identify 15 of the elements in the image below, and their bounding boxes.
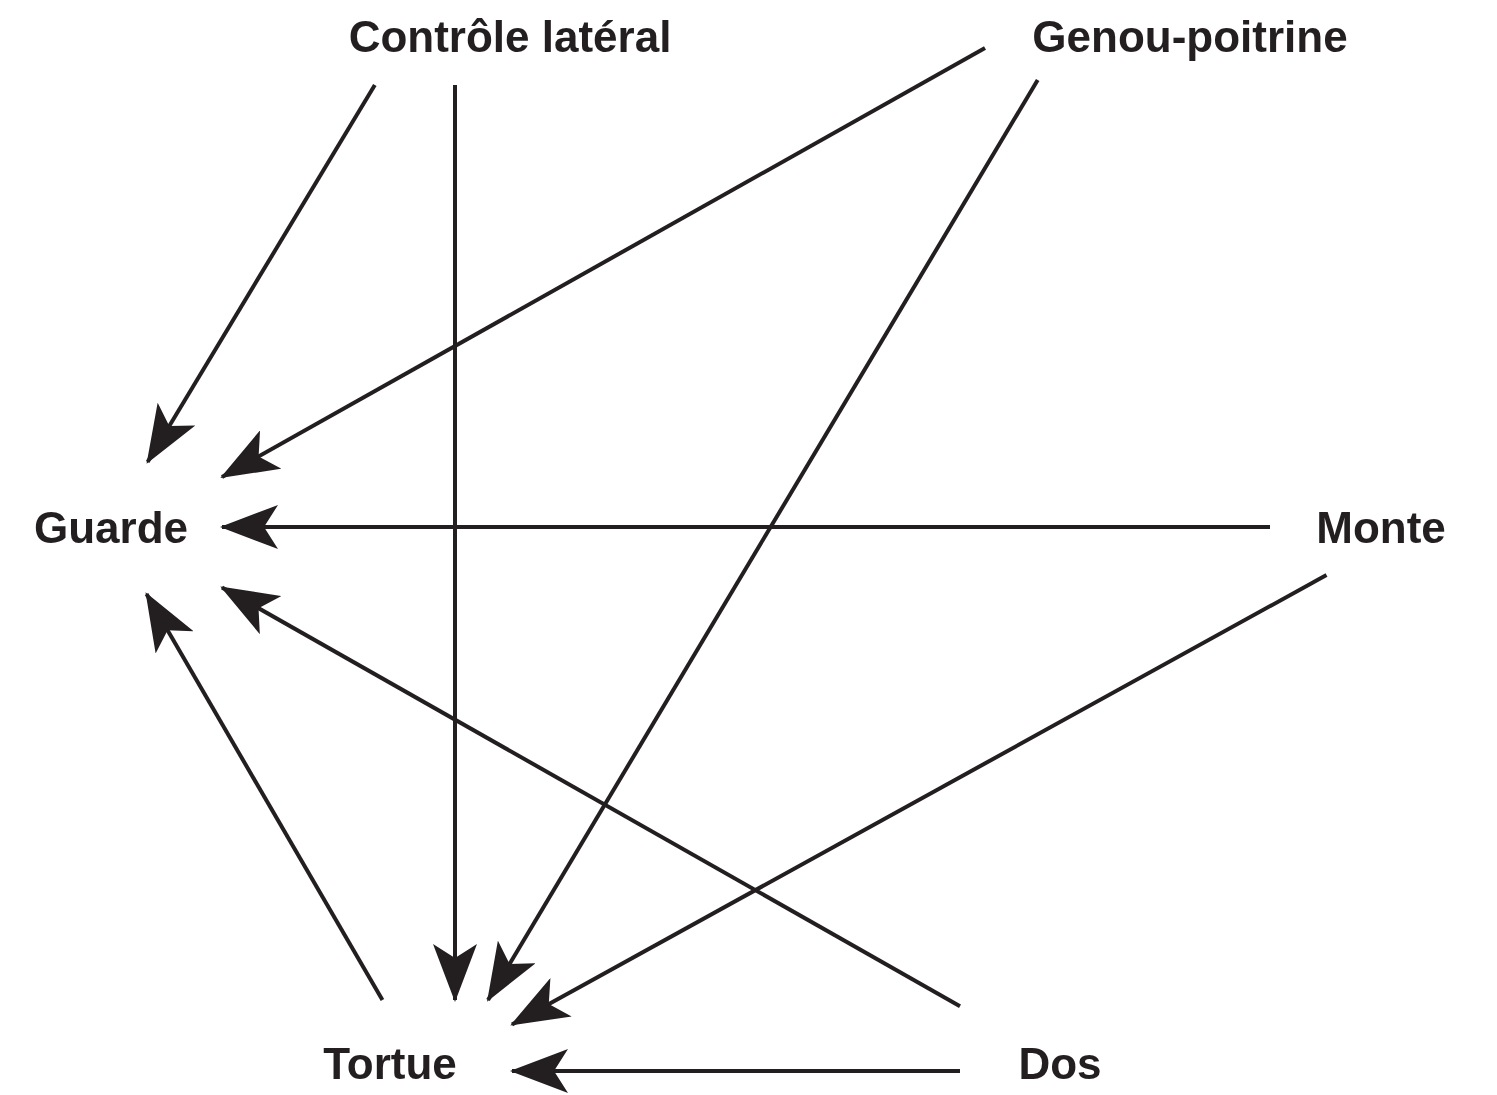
arrow xyxy=(220,585,961,1008)
arrow xyxy=(510,573,1328,1027)
node-label: Dos xyxy=(1018,1039,1102,1089)
arrow xyxy=(433,85,477,1002)
node-label: Genou-poitrine xyxy=(1032,12,1348,62)
arrow xyxy=(220,505,1270,549)
arrow xyxy=(144,592,385,1001)
arrow xyxy=(510,1049,960,1093)
node-label: Contrôle latéral xyxy=(348,12,672,62)
arrow xyxy=(145,83,377,464)
node-label: Monte xyxy=(1316,502,1446,553)
node-label: Guarde xyxy=(33,503,188,553)
arrow xyxy=(486,78,1040,1002)
node-label: Tortue xyxy=(323,1039,457,1089)
arrow xyxy=(220,46,986,479)
